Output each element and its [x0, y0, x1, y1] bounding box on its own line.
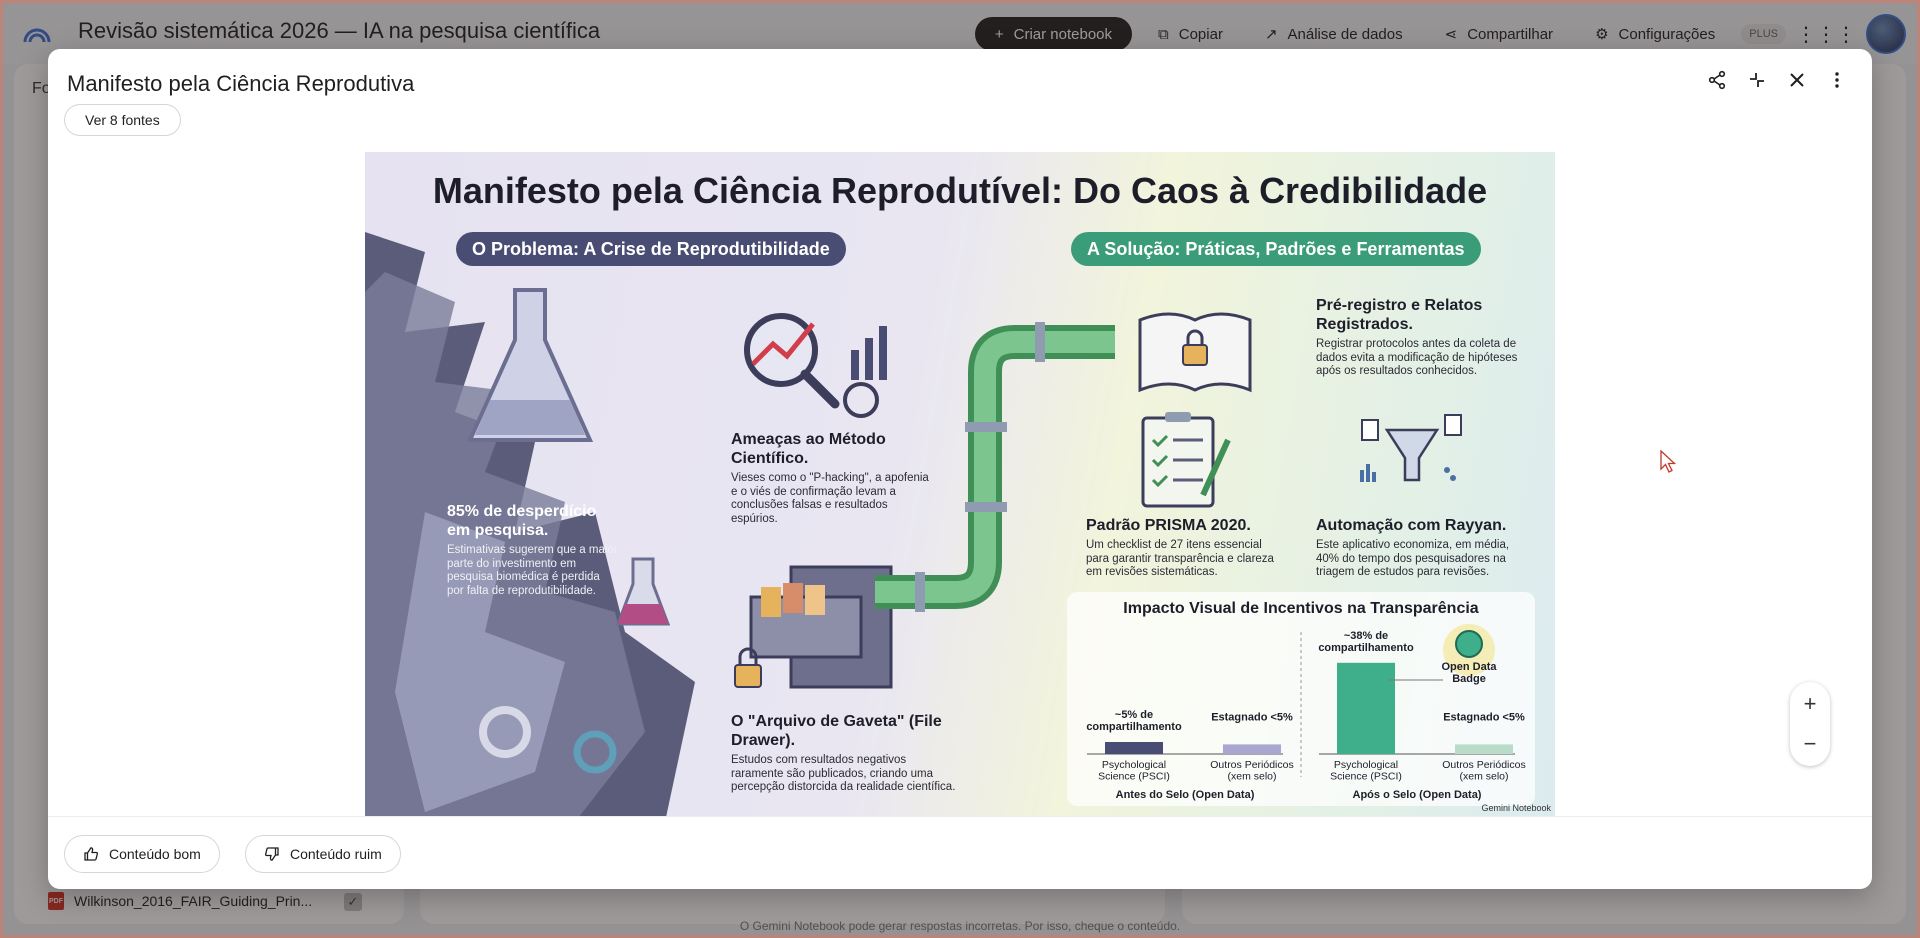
- app-logo-icon[interactable]: [22, 18, 52, 44]
- locked-book-icon: [1138, 312, 1252, 393]
- file-cabinet-icon: [734, 565, 893, 689]
- close-icon[interactable]: [1786, 69, 1808, 91]
- create-notebook-button[interactable]: + Criar notebook: [974, 17, 1133, 51]
- zoom-control: + −: [1790, 682, 1830, 766]
- chart-category-label: Outros Periódicos(xem selo): [1210, 759, 1293, 783]
- share-icon[interactable]: [1706, 69, 1728, 91]
- infographic-modal: Manifesto pela Ciência Reprodutiva Ver 8…: [48, 49, 1872, 889]
- rayyan-heading: Automação com Rayyan.: [1316, 517, 1507, 534]
- shattered-glass-illustration: [365, 232, 695, 816]
- share-icon: ⋖: [1444, 26, 1458, 43]
- data-analysis-button[interactable]: ↗ Análise de dados: [1249, 17, 1419, 51]
- plan-badge: PLUS: [1741, 24, 1786, 44]
- threats-heading: Ameaças ao Método Científico.: [731, 431, 886, 467]
- zoom-out-button[interactable]: −: [1803, 731, 1817, 756]
- drawer-block: O "Arquivo de Gaveta" (File Drawer). Est…: [731, 712, 961, 795]
- gemini-brand-mark: Gemini Notebook: [1481, 803, 1551, 813]
- rayyan-block: Automação com Rayyan. Este aplicativo ec…: [1316, 516, 1530, 580]
- copy-label: Copiar: [1178, 25, 1223, 43]
- image-viewer[interactable]: Manifesto pela Ciência Reprodutível: Do …: [48, 152, 1872, 816]
- prisma-heading: Padrão PRISMA 2020.: [1086, 517, 1251, 534]
- notebook-title: Revisão sistemática 2026 — IA na pesquis…: [78, 18, 601, 43]
- good-content-label: Conteúdo bom: [109, 846, 201, 862]
- create-notebook-label: Criar notebook: [1013, 25, 1113, 43]
- waste-heading: 85% de desperdício em pesquisa.: [447, 503, 597, 539]
- thumbs-up-icon: [84, 847, 99, 861]
- funnel-icon: [1360, 414, 1462, 482]
- bad-content-button[interactable]: Conteúdo ruim: [245, 835, 401, 873]
- rayyan-text: Este aplicativo economiza, em média, 40%…: [1316, 539, 1510, 578]
- infographic-image: Manifesto pela Ciência Reprodutível: Do …: [365, 152, 1555, 816]
- apps-grid-icon[interactable]: ⋮⋮⋮: [1796, 23, 1856, 46]
- checklist-icon: [1141, 412, 1231, 508]
- chart-bar: [1455, 744, 1513, 754]
- chart-group-label: Antes do Selo (Open Data): [1116, 789, 1255, 801]
- prereg-text: Registrar protocolos antes da coleta de …: [1316, 338, 1518, 377]
- waste-block: 85% de desperdício em pesquisa. Estimati…: [447, 502, 619, 598]
- share-label: Compartilhar: [1467, 25, 1554, 43]
- prereg-block: Pré-registro e Relatos Registrados. Regi…: [1316, 296, 1530, 379]
- threats-text: Vieses como o "P-hacking", a apofenia e …: [731, 472, 929, 525]
- waste-text: Estimativas sugerem que a maior parte do…: [447, 544, 618, 597]
- chart-bar: [1105, 742, 1163, 754]
- chart-data-label: Estagnado <5%: [1211, 711, 1293, 723]
- chart-group-label: Após o Selo (Open Data): [1353, 789, 1482, 801]
- top-actions: + Criar notebook ⧉ Copiar ↗ Análise de d…: [974, 14, 1920, 54]
- top-bar: Revisão sistemática 2026 — IA na pesquis…: [0, 0, 1920, 64]
- modal-toolbar: [1706, 69, 1848, 91]
- pipe-illustration: [875, 322, 1115, 612]
- transparency-chart: Impacto Visual de Incentivos na Transpar…: [1067, 592, 1535, 806]
- chart-bar: [1223, 744, 1281, 754]
- infographic-title: Manifesto pela Ciência Reprodutível: Do …: [432, 170, 1488, 211]
- zoom-in-button[interactable]: +: [1803, 691, 1817, 716]
- chart-bar: [1337, 662, 1395, 754]
- mouse-cursor-icon: [1660, 450, 1676, 473]
- drawer-text: Estudos com resultados negativos raramen…: [731, 754, 956, 793]
- gear-icon: ⚙: [1595, 26, 1609, 43]
- open-data-badge-icon: [1455, 630, 1483, 658]
- chart-data-label: Estagnado <5%: [1443, 711, 1525, 723]
- sources-panel-heading: Fo: [32, 80, 51, 97]
- bad-content-label: Conteúdo ruim: [290, 846, 382, 862]
- more-options-icon[interactable]: [1826, 69, 1848, 91]
- thumbs-down-icon: [264, 847, 279, 861]
- solution-pill: A Solução: Práticas, Padrões e Ferrament…: [1071, 232, 1481, 266]
- source-checkbox[interactable]: ✓: [344, 893, 362, 911]
- prisma-text: Um checklist de 27 itens essencial para …: [1086, 539, 1274, 578]
- copy-button[interactable]: ⧉ Copiar: [1142, 17, 1239, 51]
- modal-footer: Conteúdo bom Conteúdo ruim: [48, 816, 1872, 889]
- copy-icon: ⧉: [1158, 25, 1169, 43]
- disclaimer-note: O Gemini Notebook pode gerar respostas i…: [739, 919, 1181, 933]
- data-analysis-label: Análise de dados: [1287, 25, 1403, 43]
- drawer-heading: O "Arquivo de Gaveta" (File Drawer).: [731, 713, 942, 749]
- trend-icon: ↗: [1264, 26, 1278, 43]
- share-button[interactable]: ⋖ Compartilhar: [1429, 17, 1569, 51]
- chart-category-label: Outros Periódicos(xem selo): [1442, 759, 1525, 783]
- modal-title: Manifesto pela Ciência Reprodutiva: [67, 71, 415, 96]
- problem-pill: O Problema: A Crise de Reprodutibilidade: [456, 232, 846, 266]
- prereg-heading: Pré-registro e Relatos Registrados.: [1316, 297, 1483, 333]
- magnifier-chart-icon: [744, 313, 887, 418]
- source-item-label: Wilkinson_2016_FAIR_Guiding_Prin...: [74, 893, 313, 909]
- avatar[interactable]: [1866, 14, 1906, 54]
- source-item[interactable]: PDF Wilkinson_2016_FAIR_Guiding_Prin...: [48, 892, 312, 910]
- plus-icon: +: [994, 25, 1004, 43]
- good-content-button[interactable]: Conteúdo bom: [64, 835, 220, 873]
- chart-title: Impacto Visual de Incentivos na Transpar…: [1123, 600, 1479, 617]
- pdf-icon: PDF: [48, 892, 64, 910]
- collapse-icon[interactable]: [1746, 69, 1768, 91]
- test-tube-icon: [615, 557, 671, 626]
- settings-button[interactable]: ⚙ Configurações: [1579, 17, 1731, 51]
- view-sources-button[interactable]: Ver 8 fontes: [64, 104, 181, 136]
- prisma-block: Padrão PRISMA 2020. Um checklist de 27 i…: [1086, 516, 1286, 580]
- threats-block: Ameaças ao Método Científico. Vieses com…: [731, 430, 931, 526]
- flask-icon: [466, 288, 594, 442]
- settings-label: Configurações: [1618, 25, 1716, 43]
